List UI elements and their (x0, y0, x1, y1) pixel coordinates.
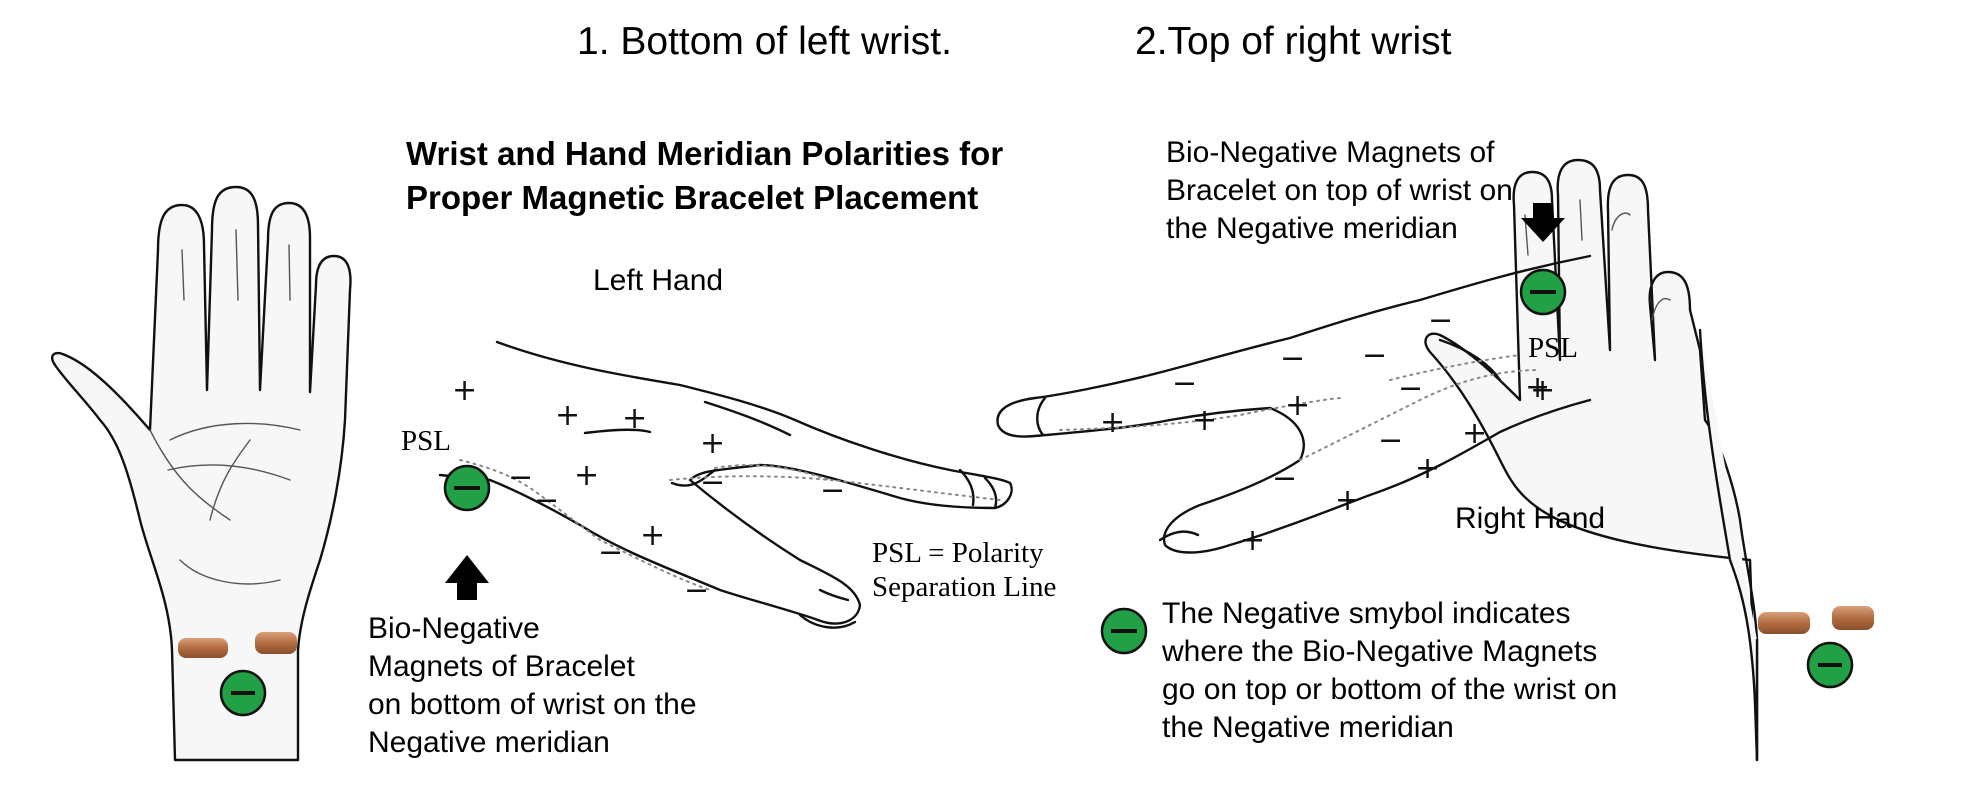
diagram-title: Wrist and Hand Meridian Polarities for P… (406, 132, 1003, 220)
right-bracelet-band-front (1758, 612, 1810, 634)
right-magnet-note-line-1: Bio-Negative Magnets of (1166, 136, 1495, 169)
left-palm-outline (51, 185, 352, 762)
diagram-title-line-2: Proper Magnetic Bracelet Placement (406, 179, 979, 216)
caption-top-right-wrist: 2.Top of right wrist (1135, 20, 1452, 63)
left-hand-positive-mark: + (700, 426, 725, 461)
right-hand-positive-mark: + (1462, 416, 1487, 451)
left-hand-positive-mark: + (640, 518, 665, 553)
left-hand-negative-mark: − (684, 573, 709, 608)
right-hand-positive-mark: + (1530, 373, 1555, 408)
right-magnet-note: Bio-Negative Magnets of Bracelet on top … (1166, 134, 1513, 248)
right-hand-negative-mark: − (1398, 371, 1423, 406)
right-hand-negative-mark: − (1280, 341, 1305, 376)
left-magnet-note-line-4: Negative meridian (368, 726, 610, 759)
diagram-title-line-1: Wrist and Hand Meridian Polarities for (406, 135, 1004, 172)
left-hand-positive-mark: + (622, 401, 647, 436)
right-hand-negative-mark: − (1172, 366, 1197, 401)
left-hand-negative-mark: − (508, 460, 533, 495)
right-magnet-note-line-2: Bracelet on top of wrist on (1166, 174, 1513, 207)
right-hand-negative-mark: − (1272, 461, 1297, 496)
arrow-up-icon (445, 555, 489, 600)
left-magnet-note-line-3: on bottom of wrist on the (368, 688, 697, 721)
right-hand-positive-mark: + (1285, 388, 1310, 423)
left-hand-positive-mark: + (452, 373, 477, 408)
left-hand-negative-mark: − (534, 483, 559, 518)
psl-definition-line-1: PSL = Polarity (872, 537, 1044, 569)
right-hand-outline (1424, 158, 1759, 762)
right-hand-positive-mark: + (1335, 483, 1360, 518)
right-hand-positive-mark: + (1240, 523, 1265, 558)
left-hand-sketch-outline (438, 340, 1013, 625)
right-hand-negative-mark: − (1428, 303, 1453, 338)
left-hand-positive-mark: + (555, 398, 580, 433)
legend-note-line-4: the Negative meridian (1162, 711, 1454, 744)
left-bracelet-band-back (255, 632, 297, 654)
right-magnet-note-line-3: the Negative meridian (1166, 212, 1458, 245)
legend-note-line-1: The Negative smybol indicates (1162, 597, 1571, 630)
psl-label-right: PSL (1528, 332, 1578, 364)
left-hand-positive-mark: + (574, 458, 599, 493)
psl-label-left: PSL (401, 425, 451, 457)
left-bracelet-band-front (178, 638, 228, 658)
legend-note-line-2: where the Bio-Negative Magnets (1162, 635, 1598, 668)
right-hand-sketch-outline (996, 254, 1592, 554)
caption-bottom-left-wrist: 1. Bottom of left wrist. (577, 20, 952, 63)
left-hand-negative-mark: − (700, 465, 725, 500)
arrow-down-icon (1521, 203, 1565, 242)
right-hand-positive-mark: + (1525, 370, 1550, 405)
left-hand-negative-mark: − (598, 535, 623, 570)
right-hand-label: Right Hand (1455, 502, 1606, 535)
right-hand-positive-mark: + (1415, 451, 1440, 486)
left-hand-label: Left Hand (593, 264, 724, 297)
right-hand-positive-mark: + (1100, 405, 1125, 440)
right-hand-negative-mark: − (1362, 338, 1387, 373)
right-hand-negative-mark: − (1378, 423, 1403, 458)
left-magnet-note-line-1: Bio-Negative (368, 612, 540, 645)
right-hand-positive-mark: + (1192, 403, 1217, 438)
psl-definition-line-2: Separation Line (872, 571, 1057, 603)
legend-note-line-3: go on top or bottom of the wrist on (1162, 673, 1618, 706)
psl-definition: PSL = Polarity Separation Line (872, 536, 1056, 604)
legend-note: The Negative smybol indicates where the … (1162, 595, 1617, 747)
left-magnet-note-line-2: Magnets of Bracelet (368, 650, 635, 683)
left-hand-negative-mark: − (820, 473, 845, 508)
left-magnet-note: Bio-Negative Magnets of Bracelet on bott… (368, 610, 697, 762)
right-bracelet-band-back (1832, 606, 1874, 630)
